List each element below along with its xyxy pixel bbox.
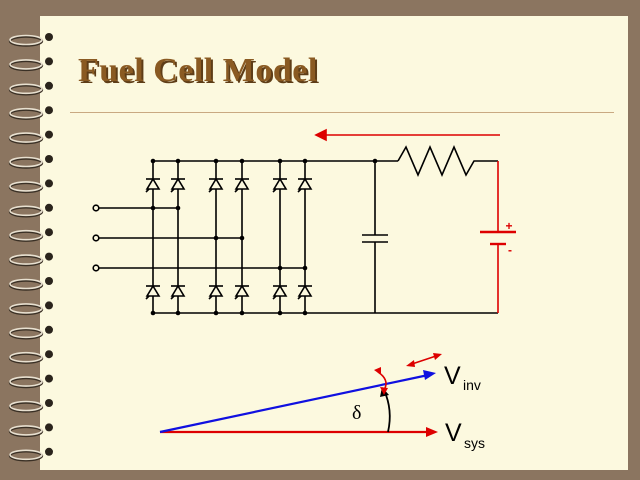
vinv-arrowhead-icon (423, 370, 436, 380)
binding-ring-icon (8, 301, 53, 316)
diode-icon (272, 177, 288, 193)
current-arrow-icon (314, 128, 500, 142)
diode-icon (170, 177, 186, 193)
ac-terminal-a-icon (92, 204, 100, 212)
binding-ring-icon (8, 57, 53, 72)
binding-ring-icon (8, 277, 53, 291)
binding-ring-icon (8, 399, 53, 413)
angle-arc-icon (380, 387, 391, 433)
binding-ring-icon (8, 106, 53, 120)
binding-ring-icon (8, 179, 53, 194)
delta-angle-label: δ (352, 402, 361, 424)
diode-icon (208, 284, 224, 300)
binding-ring-icon (8, 203, 53, 218)
vsys-vector (160, 427, 438, 437)
vinv-subscript: inv (463, 377, 481, 393)
dc-link-capacitor-icon (362, 161, 388, 313)
binding-ring-icon (8, 374, 53, 389)
dc-bus-wires (152, 160, 498, 314)
vsys-subscript: sys (464, 435, 485, 451)
ac-terminal-b-icon (92, 234, 100, 242)
spiral-binding (8, 33, 53, 462)
title-underline (70, 112, 614, 113)
angle-change-arrow-icon (374, 367, 388, 395)
fuel-cell-circuit-diagram (92, 144, 498, 316)
binding-ring-icon (8, 252, 53, 267)
battery-minus-label: - (508, 243, 512, 257)
diode-icon (170, 284, 186, 300)
binding-ring-icon (8, 228, 53, 242)
diode-icon (234, 284, 250, 300)
diode-icon (297, 284, 313, 300)
vinv-label: V (444, 362, 461, 390)
vinv-vector (159, 370, 436, 434)
resistor-icon (397, 144, 498, 178)
phasor-diagram: δ V inv V sys (159, 353, 485, 451)
vsys-label: V (445, 419, 462, 447)
ac-input-lines (92, 204, 305, 272)
diode-icon (208, 177, 224, 193)
battery-icon (480, 230, 516, 246)
diode-icon (145, 177, 161, 193)
slide-title: Fuel Cell Model (78, 52, 318, 89)
diode-bridge-legs (145, 161, 313, 313)
diode-icon (145, 284, 161, 300)
binding-ring-icon (8, 155, 53, 169)
wire-junction-dots (150, 158, 378, 316)
battery-plus-label: + (505, 219, 512, 233)
binding-ring-icon (8, 81, 53, 96)
binding-ring-icon (8, 325, 53, 340)
magnitude-change-arrow-icon (406, 353, 442, 367)
binding-ring-icon (8, 350, 53, 364)
binding-ring-icon (8, 423, 53, 438)
fuel-cell-source (314, 128, 516, 313)
diode-icon (234, 177, 250, 193)
binding-ring-icon (8, 33, 53, 47)
binding-ring-icon (8, 447, 53, 462)
diode-icon (297, 177, 313, 193)
vsys-arrowhead-icon (426, 427, 438, 437)
binding-ring-icon (8, 130, 53, 145)
diode-icon (272, 284, 288, 300)
ac-terminal-c-icon (92, 264, 100, 272)
